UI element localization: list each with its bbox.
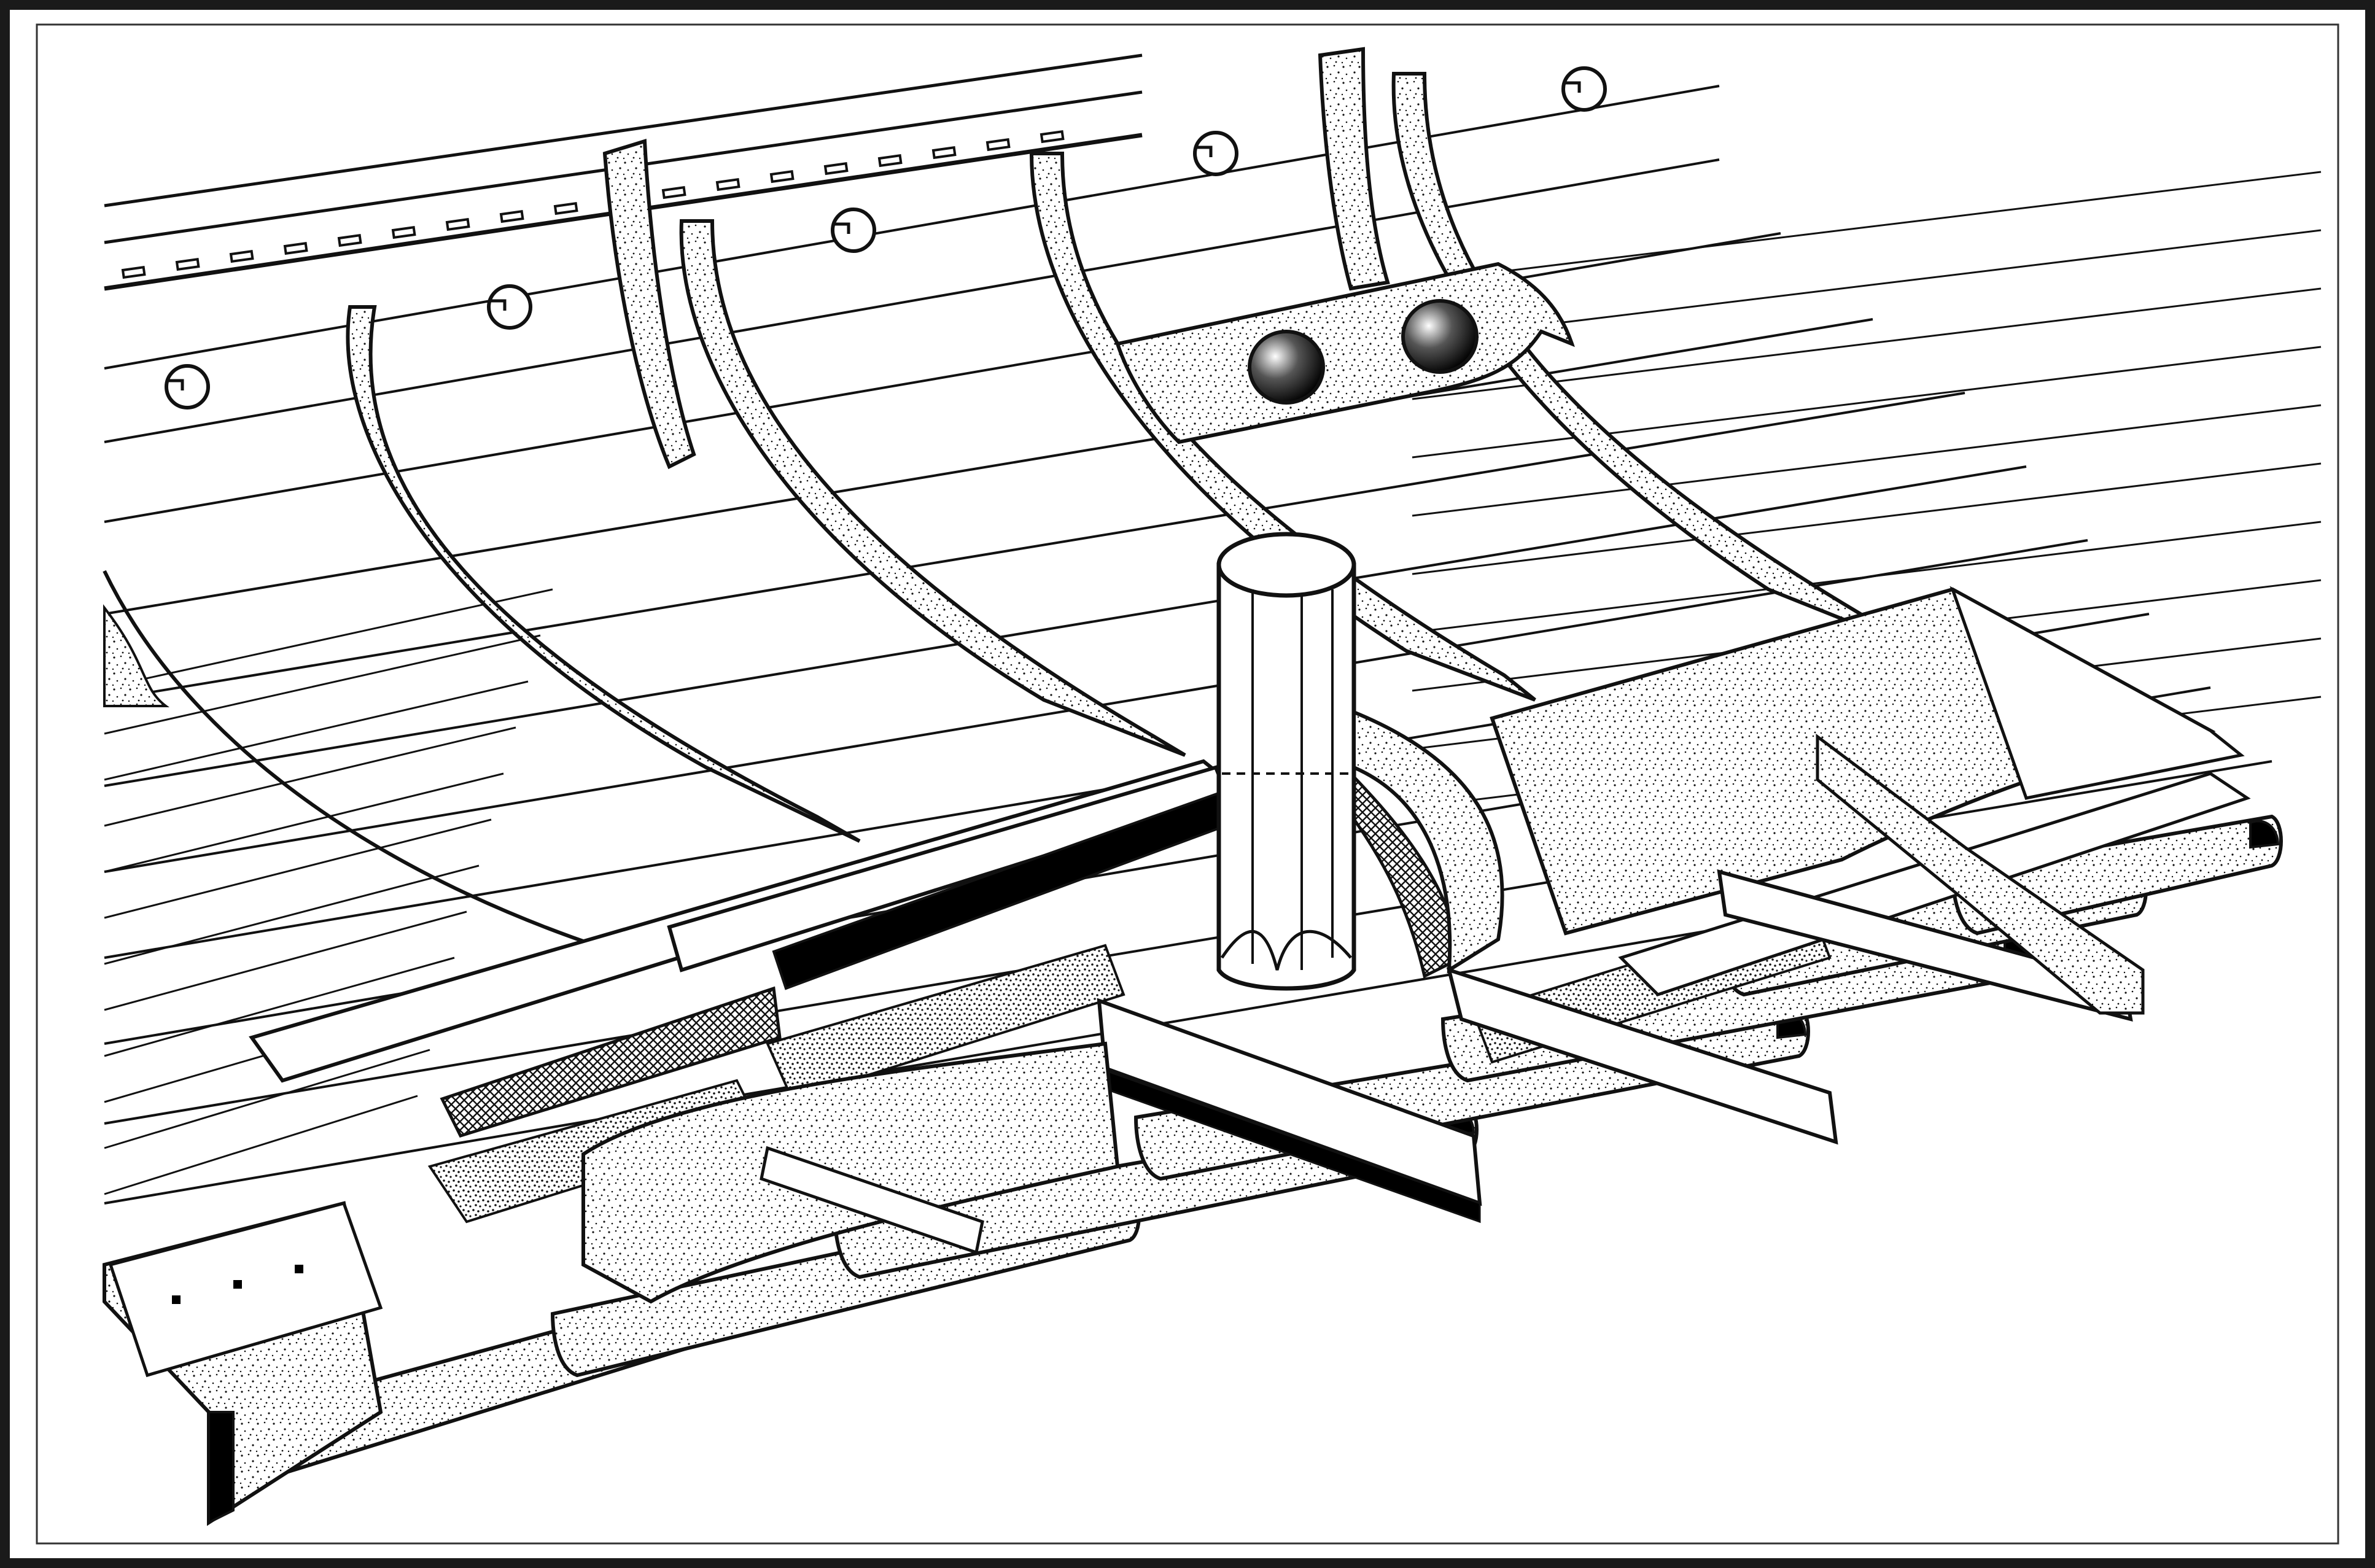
mast-partner-crosshatch [1337,757,1463,979]
plank-seam [104,1095,418,1195]
plank-seam [104,680,529,781]
bolt-key [1197,146,1213,157]
plank-seam [104,772,504,873]
mast-step-cheek [581,1041,1120,1304]
deck-crosshatch-section [440,986,782,1138]
frame-timbers [103,47,1892,953]
wale-scupper [391,226,416,239]
stanchion [602,139,696,470]
plank-seam [104,726,516,827]
keel-shadow [208,1411,235,1525]
bolt-head [165,364,210,409]
mast-step [1216,532,1504,991]
mast-top [1216,532,1356,598]
wale-scupper [121,266,146,279]
wale-scupper [769,170,795,184]
plank-seam [104,910,467,1011]
wale-scupper [661,186,686,200]
limber-hole [1248,330,1325,405]
hull-edge [103,604,169,707]
wale-scupper [445,218,470,231]
sheer-line [104,53,1143,208]
treenail [172,1295,181,1304]
wale-scupper [1040,130,1065,144]
wale-scupper [823,162,849,176]
limber-hole [1401,299,1479,374]
floor-timber-end-grain [2249,820,2280,849]
plank-seam [1412,404,2322,517]
plank-seam [104,864,480,965]
keel-top [108,1201,383,1378]
hull-curve [103,570,615,953]
plank-seam [104,634,541,735]
bolt-key [835,222,850,234]
rib-frame [679,219,1186,757]
wale-scupper [229,250,254,263]
bolt-key [1566,81,1581,93]
bolt-head [1193,131,1238,176]
wale-scupper [499,210,524,223]
mast-tenon [1220,930,1352,971]
bolt-head [487,284,532,330]
cheek-cap [760,1146,984,1255]
treenail [233,1280,242,1289]
treenail [295,1265,303,1273]
wale-scupper [553,202,578,215]
deck-platform-top [1949,586,2245,800]
deck-edge-plank [1618,772,2251,996]
plank-seam [104,818,492,919]
plank-seam [1412,287,2322,400]
wale-scupper [283,242,308,255]
shadow-void [766,944,1125,1101]
rib-frame [346,305,861,843]
keelson-knee [1816,734,2145,1015]
plank-seam [104,392,1965,701]
plank-seam [104,1049,430,1149]
keelson-timber [1446,967,1838,1145]
rib-frame [1029,152,1536,702]
wale-scupper [985,138,1011,152]
keelson-assembly [581,734,2145,1304]
plank-seam [104,588,553,689]
inner-frame [36,23,2339,1545]
bolt-key [169,379,184,390]
plank-seam [1412,521,2322,634]
wale-scupper [877,154,903,168]
stanchion [1318,47,1390,291]
mast-partner [1352,709,1504,974]
ceiling-deck [249,586,2251,1138]
wale-scupper [175,258,200,271]
plank-seam [104,957,455,1057]
wale-scupper [931,146,957,160]
plank-seam [1412,171,2322,284]
plank-seam [1412,462,2322,575]
plank-seam [104,318,1873,615]
bolt-key [491,299,507,311]
bolt-head [1561,66,1607,112]
wale-scupper [337,234,362,247]
bolt-head [831,208,876,253]
keelson-timber [1717,869,2133,1022]
plank-seam [1412,346,2322,459]
wale-scupper [715,178,740,192]
